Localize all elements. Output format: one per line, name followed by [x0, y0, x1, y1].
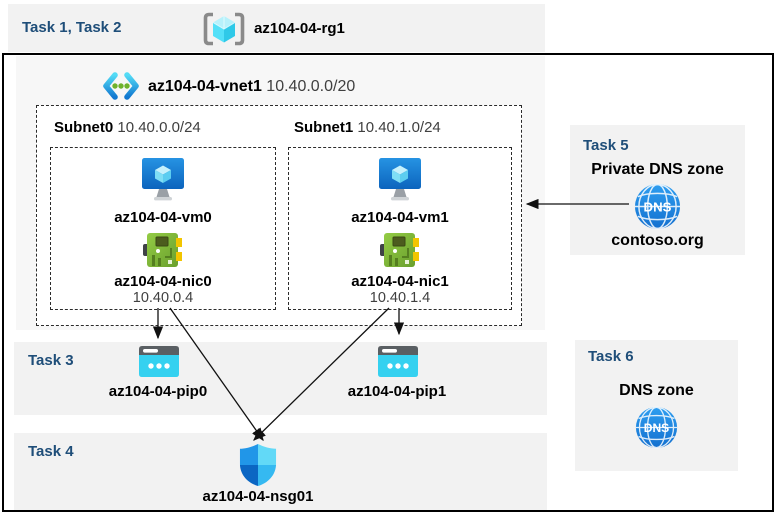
- nic0-name: az104-04-nic0: [114, 273, 212, 290]
- resource-group-band: Task 1, Task 2 az104-04-rg1: [8, 4, 545, 52]
- private-dns-zone-name: contoso.org: [611, 232, 704, 249]
- svg-text:DNS: DNS: [644, 199, 672, 214]
- subnet1-cidr: 10.40.1.0/24: [357, 119, 441, 136]
- pip1-name: az104-04-pip1: [347, 383, 447, 400]
- private-dns-zone-icon: DNS: [634, 183, 681, 230]
- nic1-icon: [380, 231, 420, 269]
- nsg-name: az104-04-nsg01: [202, 488, 314, 505]
- nsg-icon: [238, 444, 278, 486]
- task5-box: Task 5 Private DNS zone DNS: [570, 125, 745, 255]
- vm1-icon: [378, 157, 422, 203]
- resource-group-icon: [202, 11, 246, 47]
- vm1-name: az104-04-vm1: [351, 209, 449, 226]
- dns-zone-icon: DNS: [635, 406, 678, 449]
- subnet0-box: az104-04-vm0: [50, 147, 276, 310]
- resource-group-frame: [2, 53, 774, 512]
- nic0-ip: 10.40.0.4: [132, 290, 194, 306]
- tasks-1-2-label: Task 1, Task 2: [22, 19, 122, 36]
- vm0-name: az104-04-vm0: [114, 209, 212, 226]
- resource-group-name: az104-04-rg1: [254, 20, 345, 37]
- vnet-cidr: 10.40.0.0/20: [266, 78, 356, 95]
- vm0-icon: [141, 157, 185, 203]
- nic0-icon: [143, 231, 183, 269]
- pip1-icon: [378, 346, 418, 377]
- private-dns-zone-title: Private DNS zone: [591, 161, 724, 178]
- task3-label: Task 3: [28, 352, 74, 369]
- task5-label: Task 5: [583, 137, 629, 154]
- virtual-network-icon: [102, 71, 140, 101]
- subnet0-name: Subnet0: [54, 119, 114, 136]
- task3-band: [14, 342, 547, 415]
- task4-band: [14, 433, 547, 510]
- svg-text:DNS: DNS: [644, 421, 670, 435]
- vnet-name: az104-04-vnet1: [148, 78, 262, 95]
- subnet1-name: Subnet1: [294, 119, 354, 136]
- dns-zone-title: DNS zone: [619, 382, 694, 399]
- subnet1-label: Subnet1 10.40.1.0/24: [294, 119, 441, 136]
- task4-label: Task 4: [28, 443, 74, 460]
- task6-label: Task 6: [588, 348, 634, 365]
- nic1-ip: 10.40.1.4: [369, 290, 431, 306]
- subnet0-label: Subnet0 10.40.0.0/24: [54, 119, 201, 136]
- subnet1-box: az104-04-vm1: [288, 147, 512, 310]
- nic1-name: az104-04-nic1: [351, 273, 449, 290]
- pip0-icon: [139, 346, 179, 377]
- task6-box: Task 6 DNS zone DNS: [575, 340, 738, 471]
- pip0-name: az104-04-pip0: [108, 383, 208, 400]
- vnet-title: az104-04-vnet1 10.40.0.0/20: [148, 78, 355, 96]
- subnet0-cidr: 10.40.0.0/24: [117, 119, 201, 136]
